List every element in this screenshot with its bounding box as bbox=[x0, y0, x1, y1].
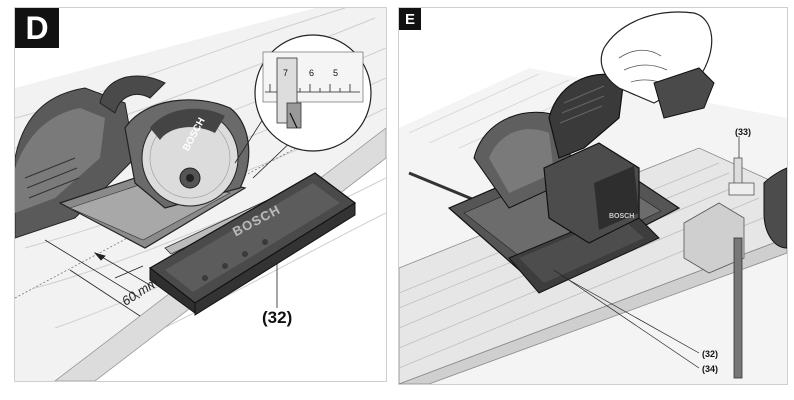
part-label-33: (33) bbox=[735, 127, 752, 137]
part-label-32: (32) bbox=[262, 308, 293, 327]
motor-brand-logo: BOSCH bbox=[609, 213, 635, 220]
panel-d-illustration bbox=[15, 8, 386, 381]
scale-number-5: 5 bbox=[333, 68, 339, 78]
scale-magnifier bbox=[234, 34, 372, 179]
panel-e: E bbox=[398, 7, 788, 385]
scale-number-7: 7 bbox=[283, 68, 289, 78]
part-label-34: (34) bbox=[702, 364, 719, 374]
leaders-e bbox=[553, 136, 740, 369]
panel-d-badge: D bbox=[15, 8, 59, 48]
panel-d: D bbox=[14, 7, 387, 382]
rail-end-stop-33 bbox=[683, 157, 787, 379]
scale-number-6: 6 bbox=[309, 68, 315, 78]
part-label-32-e: (32) bbox=[702, 349, 719, 359]
parallel-guide-32 bbox=[148, 172, 357, 316]
dimension-60mm bbox=[44, 239, 156, 317]
panel-e-badge: E bbox=[399, 8, 421, 30]
panel-e-illustration bbox=[399, 11, 787, 384]
